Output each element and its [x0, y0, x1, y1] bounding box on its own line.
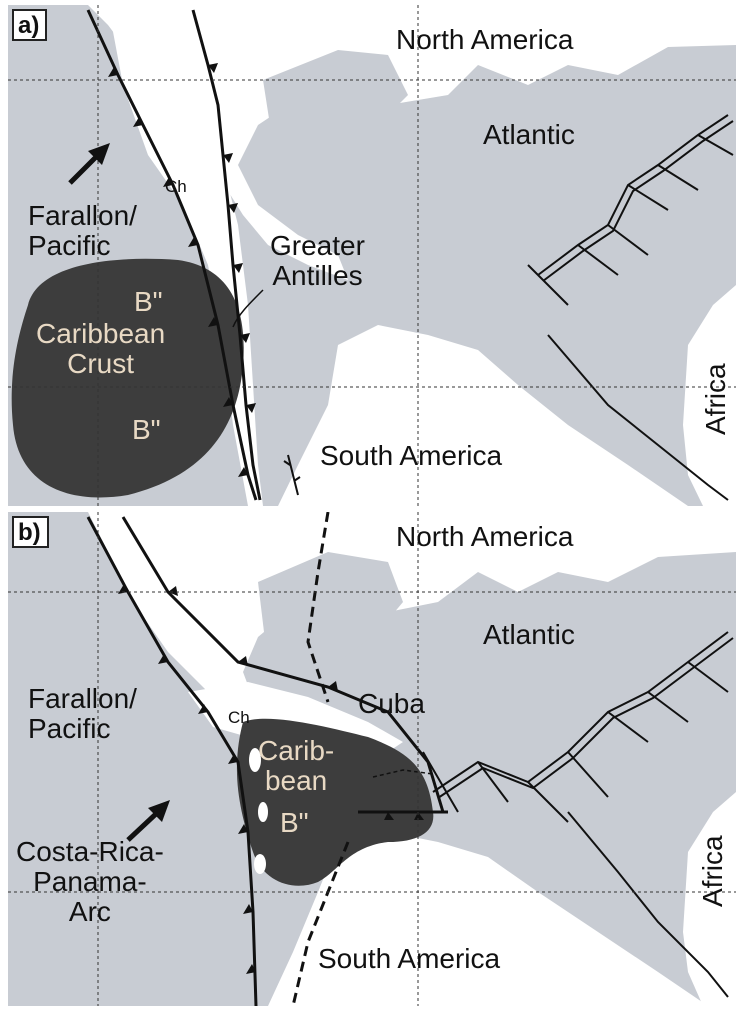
graticule [8, 512, 736, 1006]
africa-landmass [683, 792, 736, 1006]
gulf-landmass-ocean [263, 50, 408, 170]
panel-b: b) North America Atlantic Cuba Ch Farall… [8, 512, 736, 1006]
africa-label: Africa [700, 363, 731, 435]
north-america-label: North America [396, 24, 574, 55]
island [254, 854, 266, 874]
ridge-transform-icon [422, 631, 734, 998]
south-america-landmass [268, 832, 708, 1006]
b-double-prime-bottom-label: B" [132, 414, 161, 445]
small-trench-marker [283, 454, 301, 496]
greater-antilles-label: Greater Antilles [270, 230, 365, 291]
island [249, 748, 261, 772]
farallon-pacific-label: Farallon/ Pacific [28, 200, 137, 261]
b-double-prime-top-label: B" [134, 286, 163, 317]
subduction-trench-west [86, 516, 258, 1006]
cuba-dashed-boundary [372, 769, 434, 778]
gulf-landmass-ocean [258, 552, 403, 672]
ridge-transform-icon [527, 114, 734, 501]
motion-arrow-icon [68, 143, 110, 185]
farallon-pacific-label: Farallon/ Pacific [28, 683, 137, 744]
b-double-prime-label: B" [280, 807, 309, 838]
motion-arrow-icon [126, 800, 170, 842]
north-america-label: North America [396, 521, 574, 552]
panel-a: a) North America Atlantic Ch Farallon/ P… [8, 5, 736, 506]
north-america-landmass [88, 5, 736, 280]
dashed-trench [291, 512, 350, 1006]
south-america-label: South America [318, 943, 501, 974]
caribbean-label: Carib- bean [258, 735, 335, 796]
caribbean-crust-label: Caribbean Crust [36, 318, 166, 379]
panel-b-map [8, 512, 736, 1006]
africa-label: Africa [697, 835, 728, 907]
panel-a-label: a) [12, 9, 48, 41]
atlantic-label: Atlantic [483, 119, 575, 150]
subduction-teeth-icon [118, 584, 424, 974]
chortis-label: Ch [228, 708, 250, 727]
caribbean-plate [236, 718, 434, 886]
caribbean-plate [11, 258, 244, 498]
graticule [8, 5, 736, 506]
atlantic-label: Atlantic [483, 619, 575, 650]
chortis-label: Ch [165, 177, 187, 196]
greater-antilles-leader [232, 289, 264, 328]
subduction-teeth-icon [108, 63, 256, 477]
subduction-trench-east [191, 9, 262, 501]
south-america-label: South America [320, 440, 503, 471]
cuba-label: Cuba [358, 688, 425, 719]
africa-landmass [683, 285, 736, 506]
south-america-landmass [278, 325, 688, 506]
panel-a-map [8, 5, 736, 506]
island [258, 802, 268, 822]
costa-rica-panama-arc-label: Costa-Rica- Panama- Arc [16, 836, 164, 927]
panel-b-label: b) [12, 516, 49, 548]
